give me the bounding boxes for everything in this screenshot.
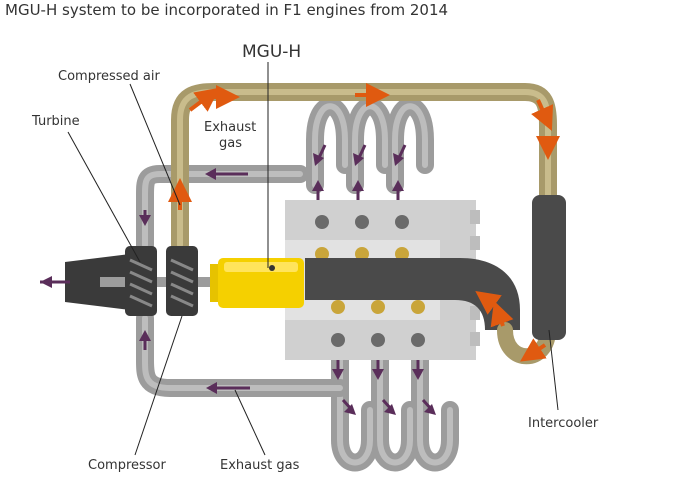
mgu-h-unit (210, 258, 304, 308)
air-flow-arrows (168, 83, 560, 362)
leader-compressor (134, 315, 183, 456)
label-compressor: Compressor (88, 458, 167, 473)
turbine (125, 246, 157, 316)
label-exhaust-gas-top-2: gas (219, 136, 242, 151)
leader-intercooler (548, 329, 559, 411)
exhaust-pipe (136, 165, 349, 397)
label-mgu-h: MGU-H (242, 42, 301, 62)
exhaust-manifold-top (306, 97, 434, 194)
compressor (166, 246, 198, 316)
intercooler (532, 195, 566, 340)
exhaust-outlet (40, 254, 130, 310)
label-exhaust-gas-top-1: Exhaust (204, 120, 256, 135)
label-intercooler: Intercooler (528, 416, 599, 431)
exhaust-manifold-bottom (331, 351, 459, 472)
exhaust-flow-arrows (139, 144, 436, 415)
label-turbine: Turbine (31, 114, 80, 129)
leader-compressed-air (129, 83, 181, 206)
diagram-title: MGU-H system to be incorporated in F1 en… (5, 1, 449, 19)
leader-turbine (67, 131, 141, 263)
label-exhaust-gas-bottom: Exhaust gas (220, 458, 300, 473)
label-compressed-air: Compressed air (58, 69, 161, 84)
leader-exhaust-gas-bottom (234, 389, 266, 456)
